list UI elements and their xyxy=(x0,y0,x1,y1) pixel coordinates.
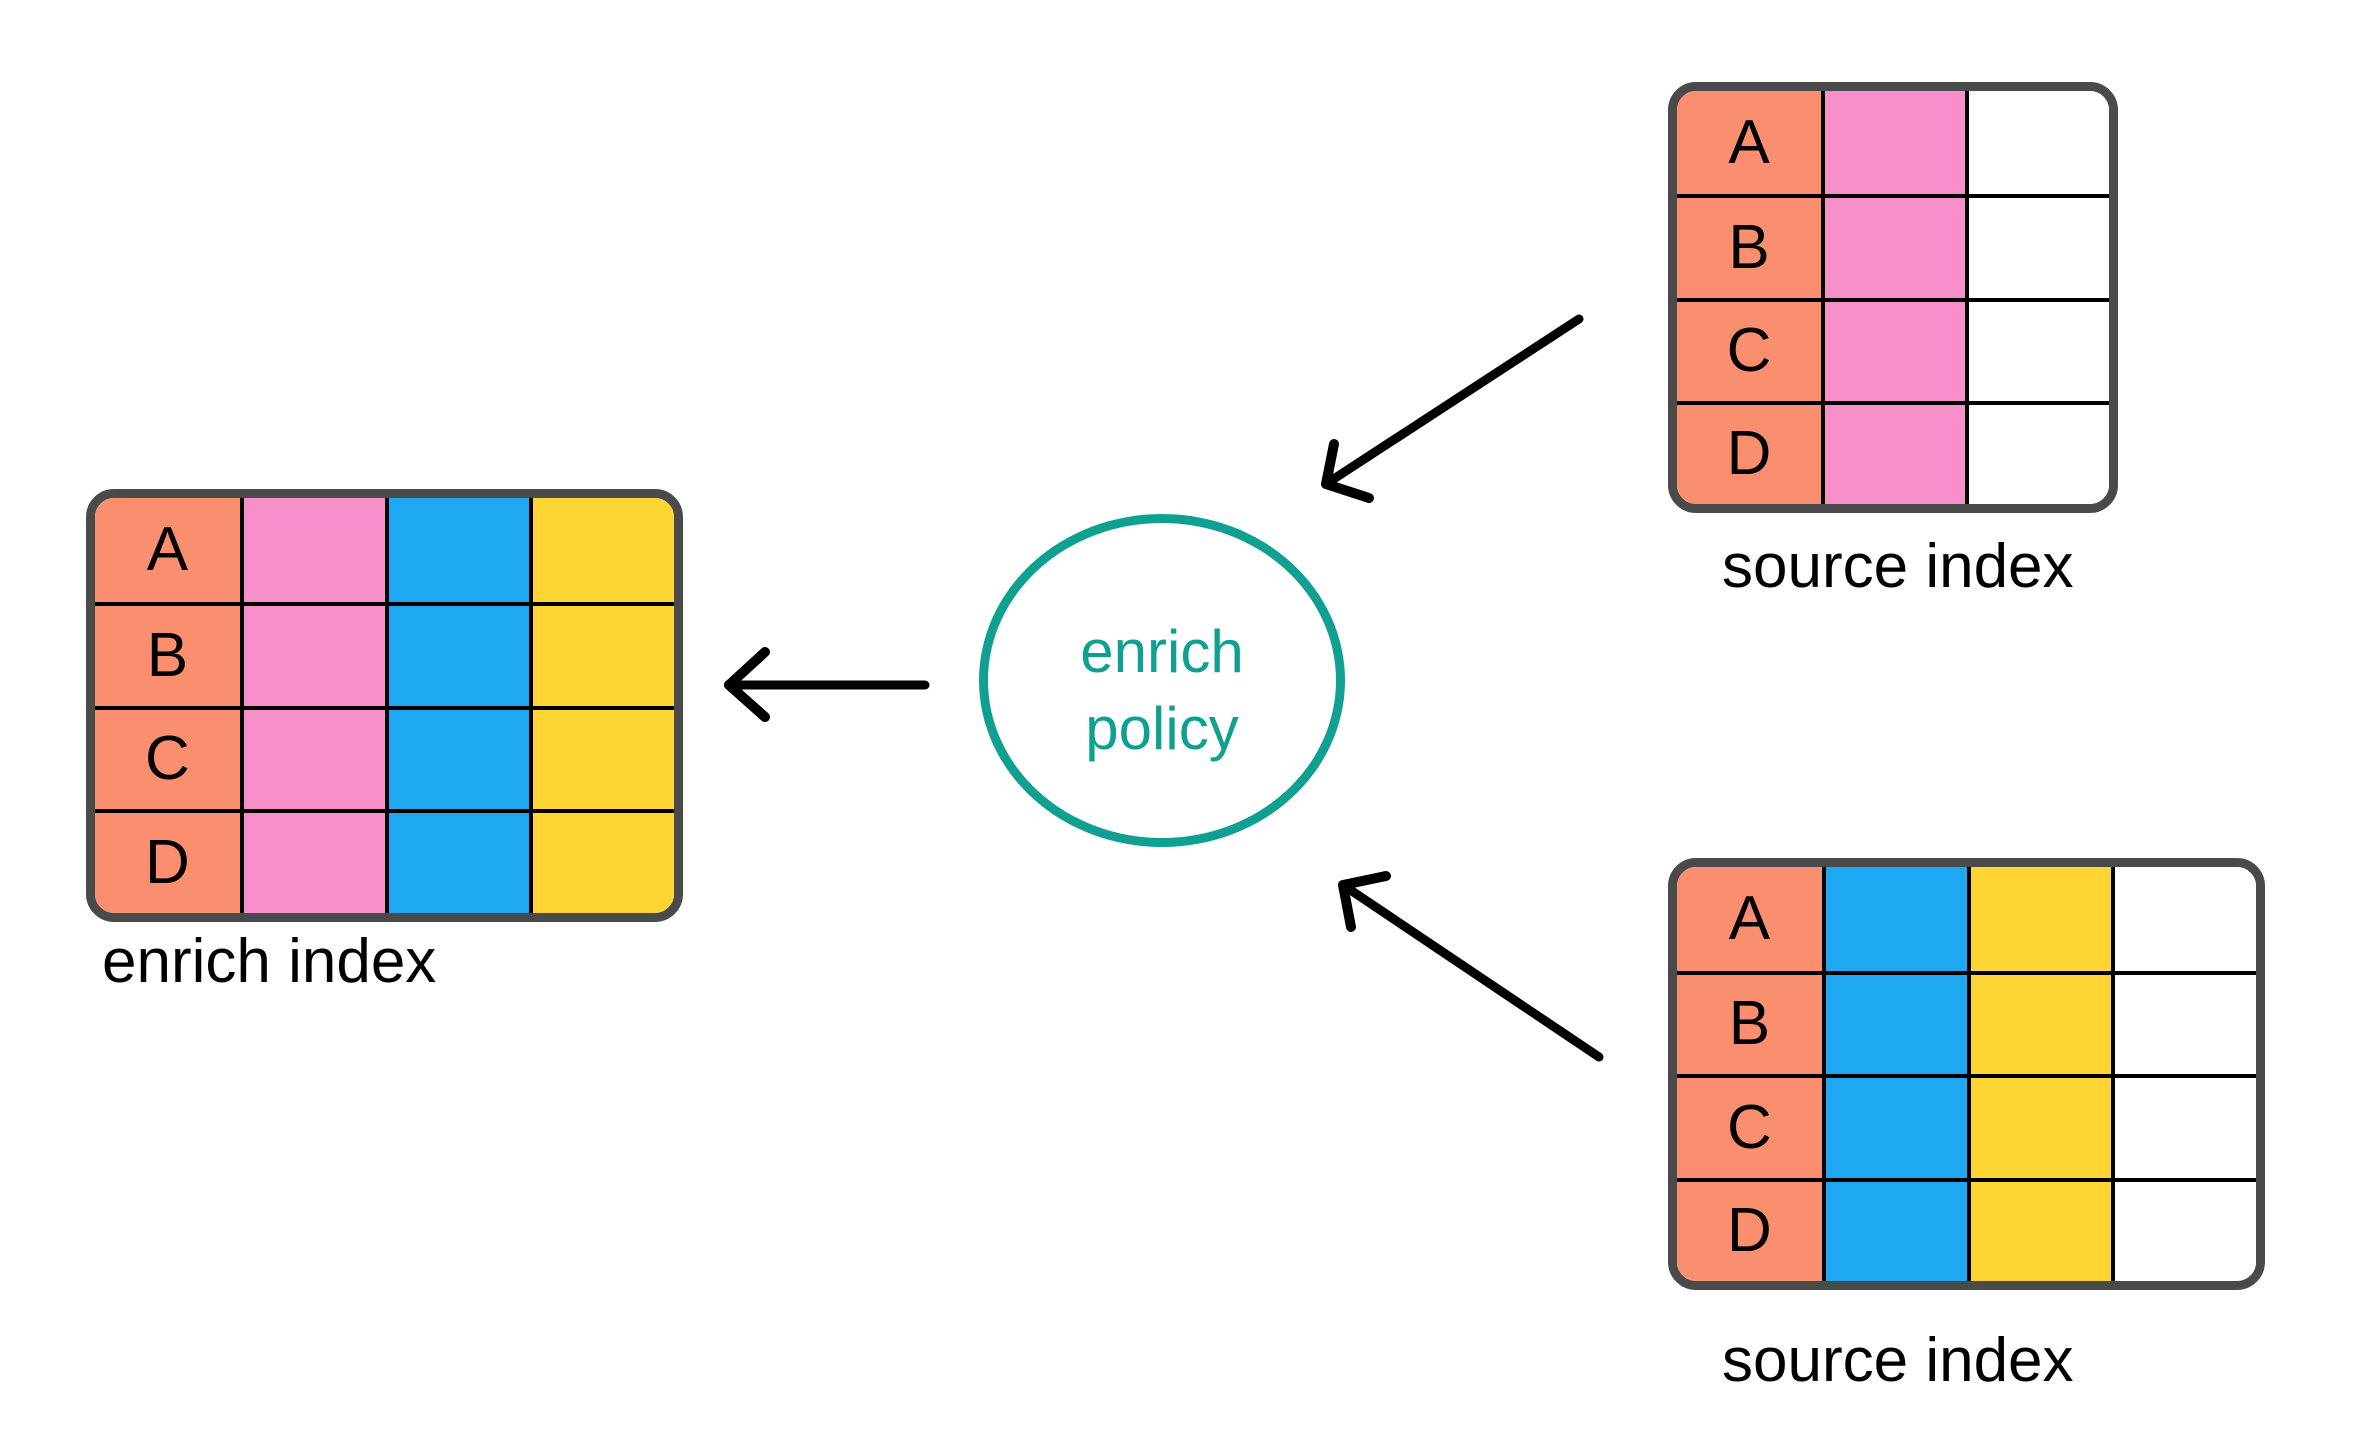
table-cell xyxy=(529,498,674,602)
table-cell xyxy=(1965,400,2109,504)
table-cell xyxy=(239,498,385,602)
table-cell xyxy=(1821,400,1965,504)
row-key-cell: A xyxy=(1677,867,1822,971)
row-key-cell: D xyxy=(95,809,240,913)
table-cell xyxy=(1966,970,2112,1074)
row-key-cell: B xyxy=(1677,194,1821,298)
table-cell xyxy=(1821,297,1965,401)
table-cell xyxy=(1821,194,1965,298)
table-cell xyxy=(1966,1074,2112,1178)
table-cell xyxy=(1821,1177,1967,1281)
table-cell xyxy=(1821,867,1967,971)
enrich-index-label: enrich index xyxy=(102,927,437,996)
row-key-cell: A xyxy=(1677,91,1821,195)
table-cell xyxy=(239,809,385,913)
table-cell xyxy=(529,705,674,810)
table-cell xyxy=(384,601,530,706)
row-key-cell: B xyxy=(95,601,240,706)
source-index-top-label: source index xyxy=(1722,532,2074,601)
row-key-cell: D xyxy=(1677,400,1821,504)
table-cell xyxy=(2111,1074,2256,1178)
table-cell xyxy=(1966,867,2112,971)
arrow-policy-to-enrich-index xyxy=(724,647,930,722)
table-cell xyxy=(239,705,385,810)
table-cell xyxy=(1821,91,1965,195)
table-cell xyxy=(1965,297,2109,401)
table-cell xyxy=(1965,91,2109,195)
arrow-source-top-to-policy xyxy=(1321,314,1584,503)
table-cell xyxy=(384,498,530,602)
enrich-policy-text-line1: enrich xyxy=(1080,617,1244,685)
table-cell xyxy=(1821,970,1967,1074)
table-cell xyxy=(239,601,385,706)
table-cell xyxy=(384,705,530,810)
arrow-source-bottom-to-policy xyxy=(1338,871,1604,1062)
table-cell xyxy=(1966,1177,2112,1281)
row-key-cell: D xyxy=(1677,1177,1822,1281)
table-cell xyxy=(529,809,674,913)
row-key-cell: C xyxy=(95,705,240,810)
table-cell xyxy=(2111,867,2256,971)
row-key-cell: A xyxy=(95,498,240,602)
row-key-cell: B xyxy=(1677,970,1822,1074)
enrich-policy-circle: enrich policy xyxy=(979,514,1345,847)
table-cell xyxy=(2111,970,2256,1074)
row-key-cell: C xyxy=(1677,297,1821,401)
row-key-cell: C xyxy=(1677,1074,1822,1178)
table-cell xyxy=(1821,1074,1967,1178)
source-index-bottom-label: source index xyxy=(1722,1326,2074,1395)
table-cell xyxy=(529,601,674,706)
table-cell xyxy=(1965,194,2109,298)
table-cell xyxy=(2111,1177,2256,1281)
table-cell xyxy=(384,809,530,913)
enrich-policy-text-line2: policy xyxy=(1085,694,1239,762)
